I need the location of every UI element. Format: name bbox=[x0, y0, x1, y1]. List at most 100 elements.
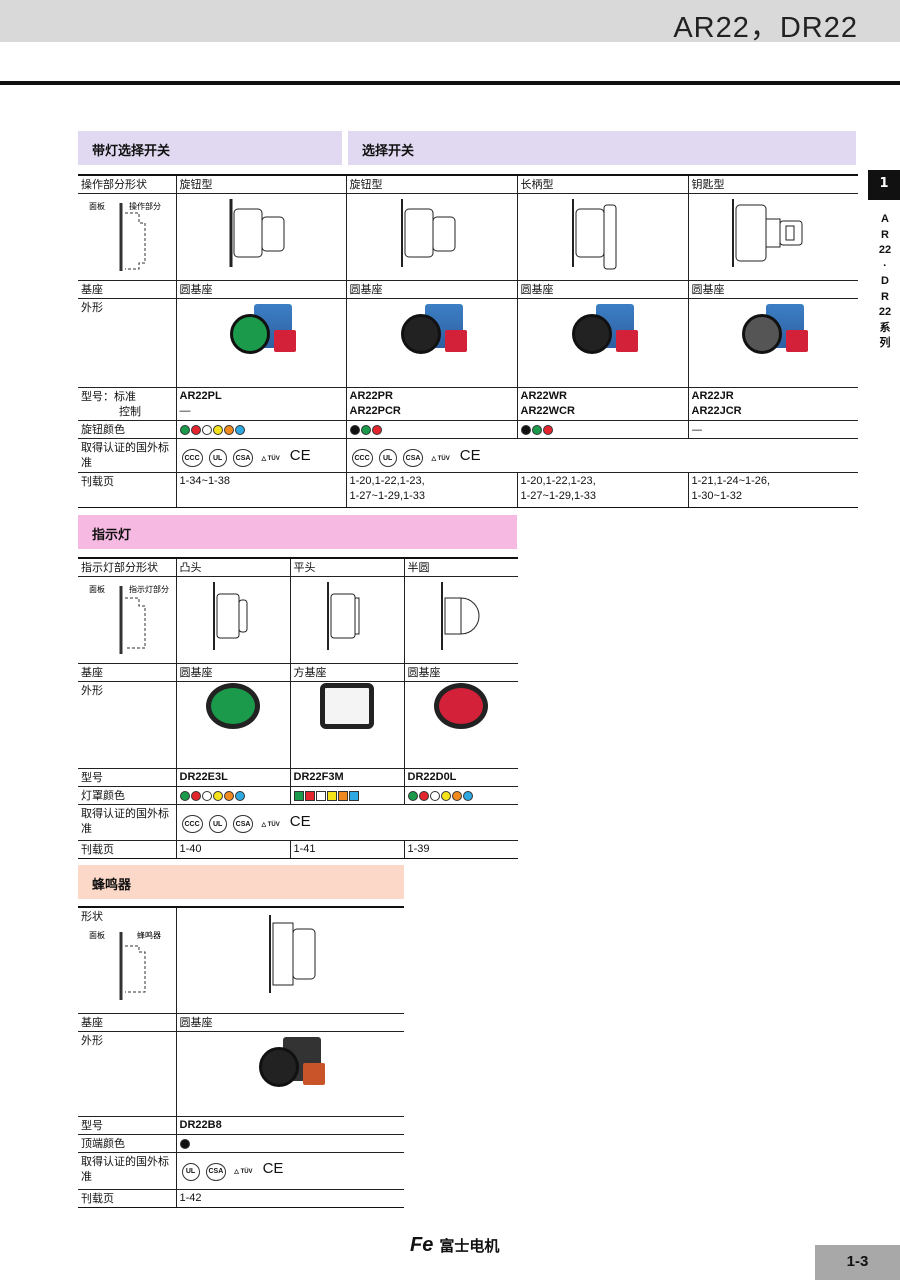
color-swatches bbox=[175, 786, 291, 805]
model-cell: DR22D0L bbox=[403, 768, 518, 787]
svg-text:操作部分: 操作部分 bbox=[129, 201, 161, 211]
legend-diagram: 形状面板蜂鸣器 bbox=[78, 906, 177, 1014]
ul-cert-logo: UL bbox=[181, 1162, 200, 1181]
row-label: 外形 bbox=[78, 298, 177, 388]
row-label: 基座 bbox=[78, 1012, 177, 1032]
ccc-cert-logo: CCC bbox=[351, 449, 373, 467]
type-label: 平头 bbox=[289, 557, 405, 577]
base-value: 圆基座 bbox=[403, 663, 518, 682]
type-label: 半圆 bbox=[403, 557, 518, 577]
csa-cert-logo: CSA bbox=[205, 1162, 227, 1181]
row-label: 取得认证的国外标准 bbox=[78, 1151, 177, 1190]
ce-cert-logo: CE bbox=[289, 446, 311, 464]
color-swatch bbox=[223, 791, 234, 801]
color-swatch bbox=[349, 425, 360, 435]
ccc-cert-logo: CCC bbox=[181, 815, 203, 833]
chapter-letter: D bbox=[881, 275, 889, 287]
color-swatches bbox=[289, 786, 405, 805]
chapter-letter: A bbox=[881, 213, 889, 225]
color-swatch bbox=[293, 791, 304, 801]
row-label: 外形 bbox=[78, 681, 177, 769]
tuv-cert-logo: △ TÜV bbox=[261, 455, 280, 462]
brand-mark: Fe bbox=[410, 1234, 434, 1256]
row-label: 取得认证的国外标准 bbox=[78, 804, 177, 841]
row-label: 灯罩颜色 bbox=[78, 786, 177, 805]
section-title-lit-selector: 带灯选择开关 bbox=[78, 131, 342, 165]
color-swatch bbox=[371, 425, 382, 435]
tuv-cert-logo: △ TÜV bbox=[261, 821, 280, 828]
color-none: — bbox=[687, 420, 858, 439]
ul-cert-logo: UL bbox=[378, 449, 397, 467]
svg-text:蜂鸣器: 蜂鸣器 bbox=[137, 930, 161, 940]
buzzer-drawing bbox=[175, 906, 404, 1014]
ce-cert-logo: CE bbox=[459, 446, 481, 464]
color-swatch bbox=[179, 1138, 190, 1149]
color-swatch bbox=[223, 425, 234, 435]
cert-logos: CCC UL CSA △ TÜV CE bbox=[175, 438, 347, 473]
ccc-cert-logo: CCC bbox=[181, 449, 203, 467]
type-label: 长柄型 bbox=[516, 174, 689, 194]
type-label: 旋钮型 bbox=[175, 174, 347, 194]
legend-diagram: 面板指示灯部分 bbox=[78, 576, 177, 664]
ce-cert-logo: CE bbox=[289, 812, 311, 830]
chapter-letter: 22 bbox=[878, 244, 892, 256]
row-label: 刊载页 bbox=[78, 840, 177, 859]
color-swatch bbox=[190, 791, 201, 801]
product-photo bbox=[175, 681, 291, 769]
color-swatch bbox=[190, 425, 201, 435]
product-photo bbox=[289, 681, 405, 769]
svg-text:面板: 面板 bbox=[89, 201, 105, 211]
csa-cert-logo: CSA bbox=[232, 449, 254, 467]
chapter-letter: 22 bbox=[878, 306, 892, 318]
color-swatch bbox=[429, 791, 440, 801]
csa-cert-logo: CSA bbox=[402, 449, 424, 467]
color-swatch bbox=[348, 791, 359, 801]
type-label: 凸头 bbox=[175, 557, 291, 577]
chapter-tab[interactable]: 1 bbox=[868, 170, 900, 200]
page-ref: 1-21,1-24~1-26,1-30~1-32 bbox=[687, 472, 858, 508]
chapter-letter: · bbox=[883, 259, 887, 272]
svg-text:面板: 面板 bbox=[89, 584, 105, 594]
row-label: 顶端颜色 bbox=[78, 1133, 177, 1153]
row-label: 刊载页 bbox=[78, 1188, 177, 1208]
page-ref: 1-41 bbox=[289, 840, 405, 859]
base-value: 圆基座 bbox=[516, 280, 689, 299]
color-swatch bbox=[407, 791, 418, 801]
csa-cert-logo: CSA bbox=[232, 815, 254, 833]
page-ref: 1-34~1-38 bbox=[175, 472, 347, 508]
page-ref: 1-42 bbox=[175, 1188, 404, 1208]
row-label: 刊载页 bbox=[78, 472, 177, 508]
ul-cert-logo: UL bbox=[208, 449, 227, 467]
row-label: 基座 bbox=[78, 280, 177, 299]
color-swatches bbox=[403, 786, 518, 805]
section-title-selector: 选择开关 bbox=[348, 131, 856, 165]
product-photo bbox=[687, 298, 858, 388]
color-swatches bbox=[175, 1133, 404, 1153]
color-swatches bbox=[175, 420, 347, 439]
page-ref: 1-39 bbox=[403, 840, 518, 859]
indicator-table: 指示灯部分形状 凸头 平头 半圆 面板指示灯部分 基座 圆基座 方基座 圆基座 … bbox=[78, 557, 518, 859]
tuv-cert-logo: △ TÜV bbox=[234, 1169, 253, 1175]
product-photo bbox=[403, 681, 518, 769]
chapter-letter: 系 bbox=[879, 321, 891, 334]
base-value: 圆基座 bbox=[175, 280, 347, 299]
header-bar bbox=[0, 0, 900, 42]
color-swatch bbox=[179, 425, 190, 435]
row-label: 取得认证的国外标准 bbox=[78, 438, 177, 473]
row-label: 外形 bbox=[78, 1030, 177, 1117]
base-value: 圆基座 bbox=[175, 663, 291, 682]
color-swatch bbox=[326, 791, 337, 801]
color-swatch bbox=[451, 791, 462, 801]
base-value: 圆基座 bbox=[175, 1012, 404, 1032]
svg-text:面板: 面板 bbox=[89, 930, 105, 940]
type-label: 钥匙型 bbox=[687, 174, 858, 194]
row-label: 型号：标准控制 bbox=[78, 387, 177, 421]
color-swatch bbox=[360, 425, 371, 435]
base-value: 圆基座 bbox=[687, 280, 858, 299]
color-swatches bbox=[516, 420, 689, 439]
section-title-buzzer: 蜂鸣器 bbox=[78, 865, 404, 899]
